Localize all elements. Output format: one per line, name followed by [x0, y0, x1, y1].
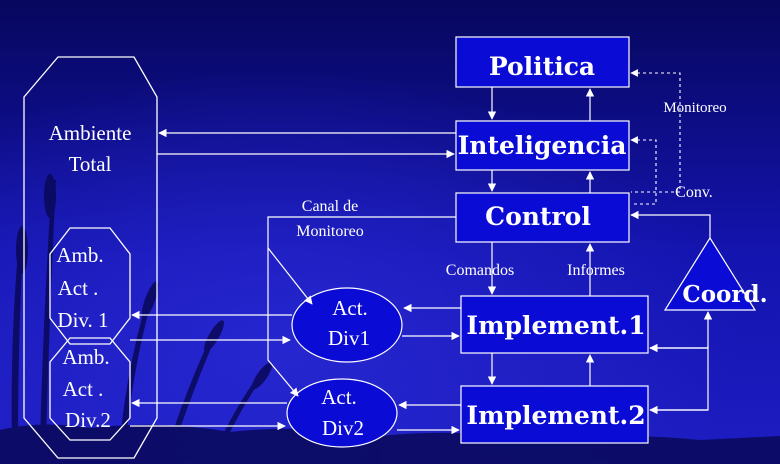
- canal-label-line1: Canal de: [302, 198, 358, 215]
- implement1-label: Implement.1: [466, 311, 645, 340]
- amb-div2-line3: Div.2: [65, 408, 111, 432]
- plant-silhouettes: [0, 174, 780, 464]
- politica-label: Politica: [489, 52, 595, 81]
- act-div2-line2: Div2: [322, 416, 364, 440]
- amb-div1-line2: Act .: [58, 276, 99, 300]
- implement2-label: Implement.2: [466, 401, 645, 430]
- canal-arrows: [267, 216, 456, 397]
- ambient-arrows: [157, 128, 456, 159]
- division-arrows: [130, 303, 461, 435]
- control-box: [455, 192, 630, 243]
- act-div1-line2: Div1: [328, 326, 370, 350]
- environment-total-shape: [23, 56, 158, 459]
- dotted-feedback: [630, 69, 681, 205]
- monitoreo-label: Monitoreo: [663, 100, 726, 116]
- amb-div1-line3: Div. 1: [57, 308, 108, 332]
- amb-div2-line2: Act .: [63, 377, 104, 401]
- control-label: Control: [485, 202, 591, 231]
- implement2-box: [460, 385, 649, 444]
- act-div1-ellipse: [291, 287, 403, 363]
- inteligencia-box: [455, 120, 630, 171]
- conv-label: Conv.: [675, 184, 713, 201]
- ambiente-total-line1: Ambiente: [49, 121, 132, 145]
- politica-box: [455, 36, 630, 88]
- coord-label: Coord.: [682, 281, 767, 308]
- act-div1-line1: Act.: [332, 296, 368, 320]
- act-div2-ellipse: [286, 378, 398, 448]
- coord-triangle: [663, 236, 757, 311]
- comandos-label: Comandos: [446, 262, 514, 279]
- implement1-box: [460, 295, 649, 354]
- amb-div2-line1: Amb.: [62, 345, 109, 369]
- canal-label-line2: Monitoreo: [296, 223, 364, 240]
- coord-arrows: [630, 210, 713, 415]
- vertical-arrows: [487, 87, 595, 386]
- act-div2-line1: Act.: [321, 385, 357, 409]
- ambiente-total-line2: Total: [69, 152, 112, 176]
- environment-div1-shape: [49, 227, 131, 345]
- inteligencia-label: Inteligencia: [458, 131, 627, 160]
- environment-div2-shape: [49, 337, 131, 441]
- amb-div1-line1: Amb.: [56, 243, 103, 267]
- informes-label: Informes: [567, 262, 625, 279]
